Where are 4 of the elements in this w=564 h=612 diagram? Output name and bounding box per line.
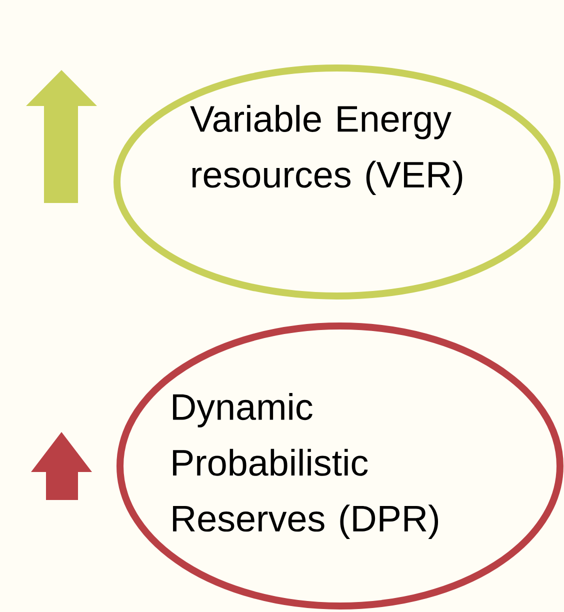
ellipse-label: Dynamic Probabilistic Reserves (DPR) — [173, 393, 438, 539]
ellipse — [114, 64, 560, 300]
ellipse — [116, 322, 564, 610]
ellipse-label: Variable Energy resources (VER) — [190, 104, 462, 196]
